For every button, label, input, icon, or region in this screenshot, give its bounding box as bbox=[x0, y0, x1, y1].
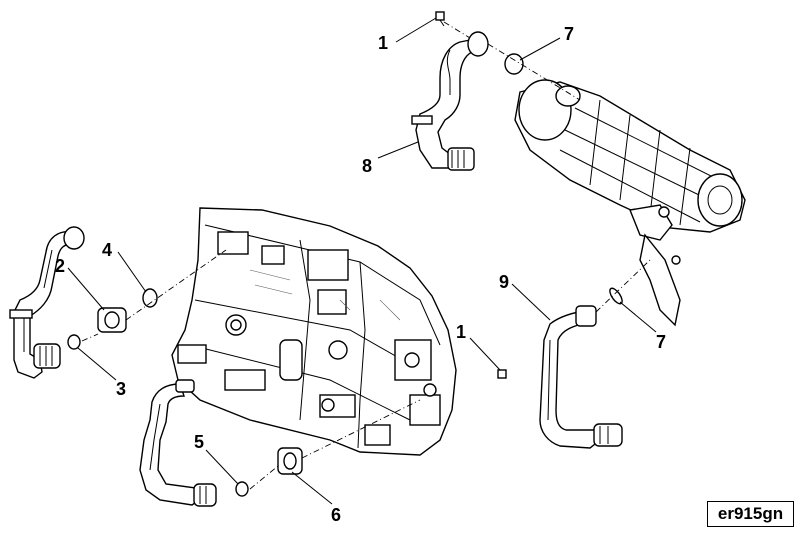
coolant-tube-lower-left bbox=[139, 379, 217, 507]
callout-9: 9 bbox=[499, 272, 509, 292]
callout-2: 2 bbox=[55, 256, 65, 276]
bolt-lower bbox=[497, 369, 507, 379]
coolant-tube-right bbox=[539, 305, 623, 449]
o-ring-3 bbox=[67, 334, 81, 350]
callout-7-upper: 7 bbox=[564, 24, 574, 44]
o-ring-5 bbox=[235, 481, 249, 497]
o-ring-7-lower bbox=[609, 287, 623, 305]
bolt-upper bbox=[435, 11, 445, 27]
callout-3: 3 bbox=[116, 379, 126, 399]
assembly-lines bbox=[81, 21, 651, 490]
coolant-tube-upper bbox=[411, 31, 489, 171]
figure-reference-code: er915gn bbox=[707, 501, 794, 527]
engine-block bbox=[171, 207, 457, 456]
callout-5: 5 bbox=[194, 432, 204, 452]
callout-8: 8 bbox=[362, 156, 372, 176]
leader-lines bbox=[67, 17, 657, 505]
o-ring-4 bbox=[142, 288, 158, 308]
coolant-tube-left bbox=[9, 226, 85, 379]
egr-cooler bbox=[514, 79, 746, 327]
callouts: 1 7 8 2 4 3 9 1 7 5 6 bbox=[55, 24, 666, 525]
o-ring-7-upper bbox=[504, 53, 524, 75]
callout-4: 4 bbox=[102, 240, 112, 260]
callout-1-upper: 1 bbox=[378, 33, 388, 53]
adapter-fitting-upper bbox=[97, 307, 127, 333]
adapter-fitting-lower bbox=[277, 447, 303, 475]
callout-6: 6 bbox=[331, 505, 341, 525]
callout-1-lower: 1 bbox=[456, 322, 466, 342]
callout-7-lower: 7 bbox=[656, 332, 666, 352]
